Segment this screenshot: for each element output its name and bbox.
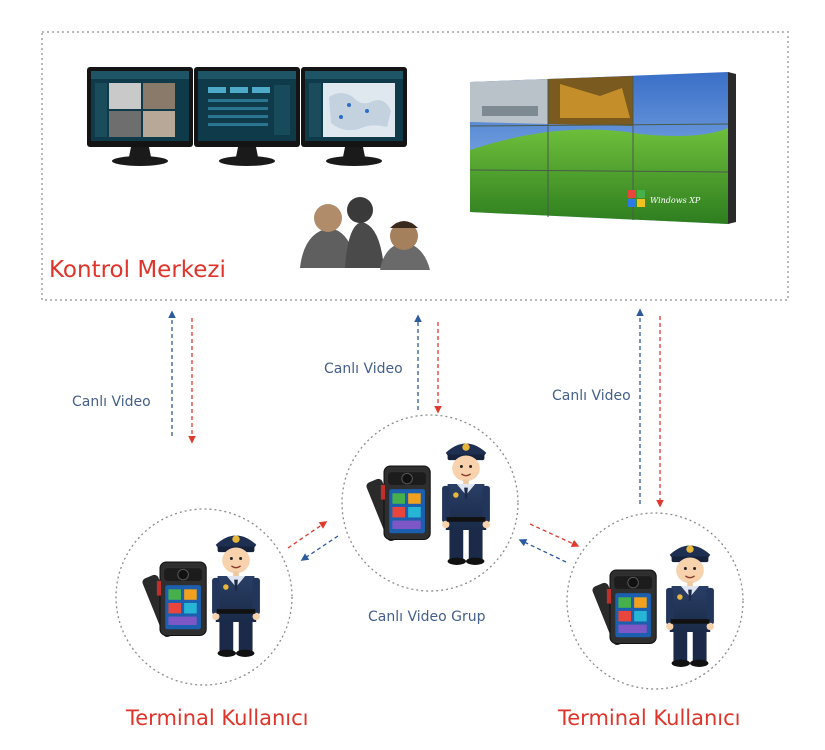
group-link-right-red-arrow: [529, 523, 580, 547]
control-center-frame: [41, 31, 789, 301]
windows-xp-text: Windows XP: [650, 196, 701, 205]
live-video-label-right: Canlı Video: [552, 388, 631, 404]
live-video-group-label: Canlı Video Grup: [368, 609, 486, 625]
group-link-left-red-arrow: [287, 521, 328, 549]
terminal-user-label-right: Terminal Kullanıcı: [558, 706, 741, 730]
control-center-label: Kontrol Merkezi: [49, 257, 226, 283]
terminal-user-label-left: Terminal Kullanıcı: [126, 706, 309, 730]
live-video-label-left: Canlı Video: [72, 394, 151, 410]
live-video-label-center: Canlı Video: [324, 361, 403, 377]
terminal-node-center: [341, 414, 519, 592]
operators-illustration: [300, 197, 430, 270]
monitor-wall-workstation: [87, 67, 407, 166]
group-link-left-blue-arrow: [300, 535, 339, 561]
video-wall-display: Windows XP: [469, 72, 736, 224]
terminal-node-right: [566, 512, 744, 690]
terminal-node-left: [115, 508, 293, 686]
group-link-right-blue-arrow: [518, 539, 567, 563]
